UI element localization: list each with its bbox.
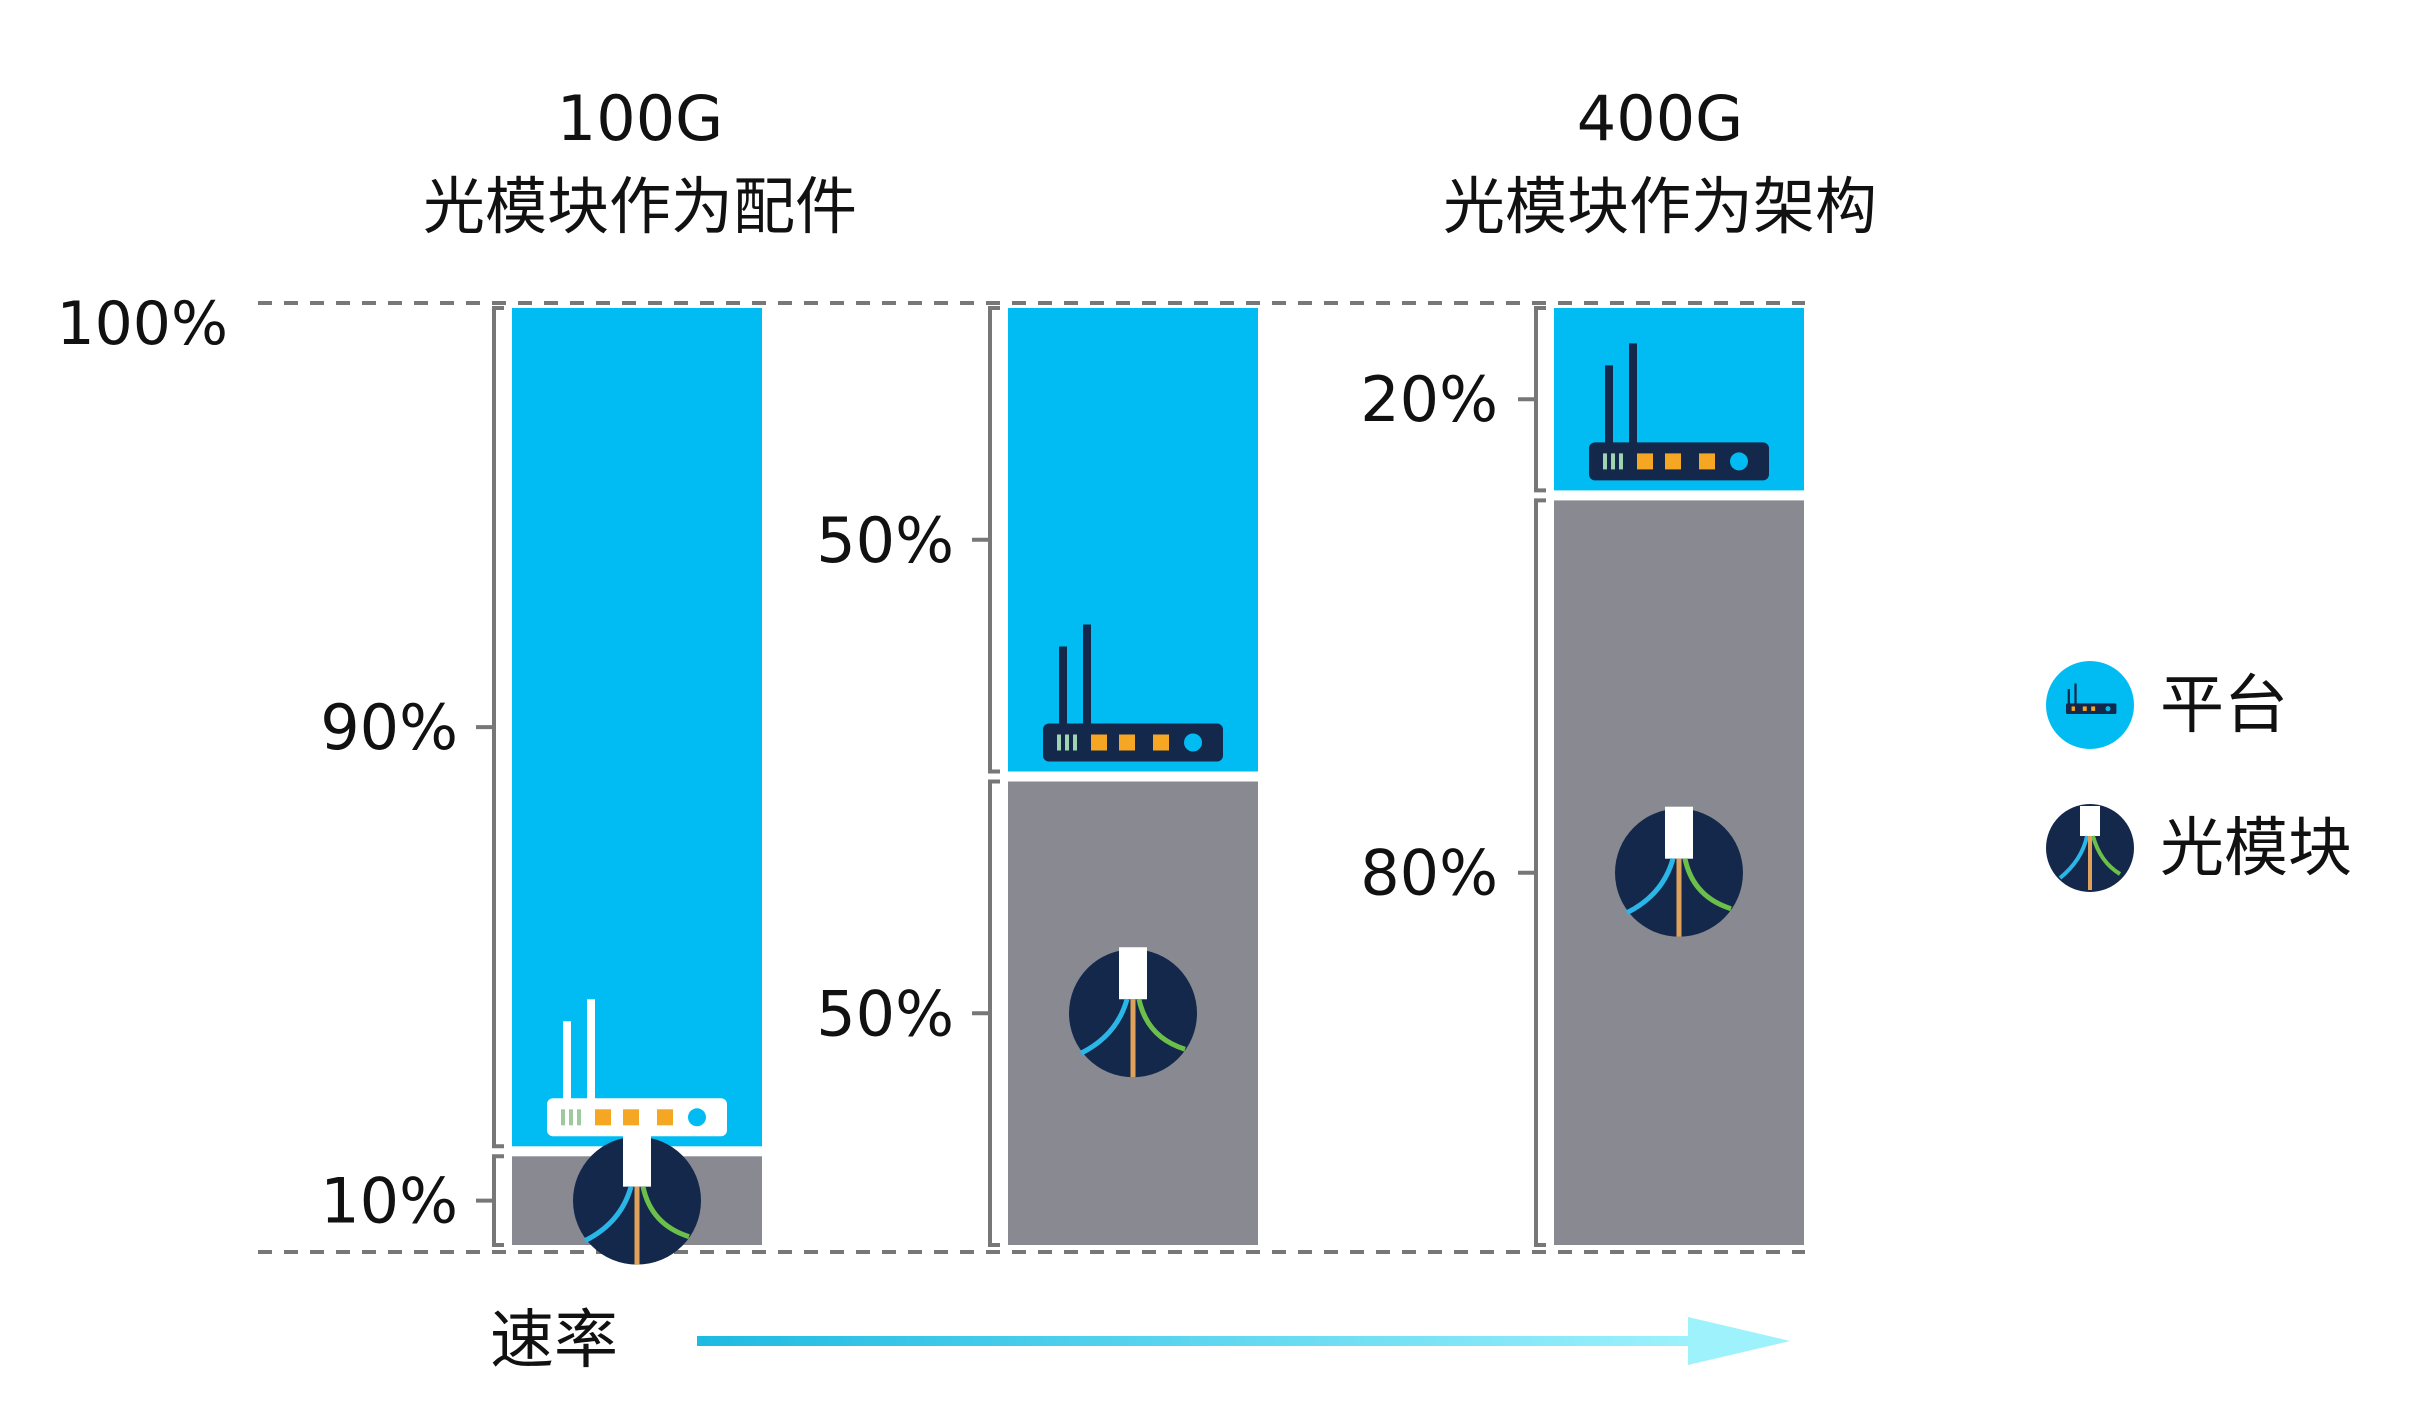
value-labels-layer: 10% 90% 50% 50% 80% 20% (320, 363, 1498, 1237)
value-bracket (476, 306, 504, 1149)
value-bracket (1518, 306, 1546, 493)
value-bracket (972, 779, 1000, 1247)
bar-segment-platform (1008, 308, 1258, 772)
router-icon (1043, 624, 1223, 762)
value-bracket (1518, 498, 1546, 1247)
optical-module-icon (1069, 947, 1197, 1078)
value-label-platform: 50% (816, 504, 954, 577)
legend-item-platform: 平台 (2046, 661, 2288, 749)
value-label-platform: 20% (1360, 363, 1498, 436)
rate-arrow (697, 1317, 1790, 1365)
heading-left-line2: 光模块作为配件 (423, 170, 857, 243)
legend-optical-module-icon (2058, 806, 2122, 890)
router-icon (1589, 343, 1769, 481)
legend: 平台 光模块 (2046, 661, 2352, 892)
legend-router-icon (2066, 683, 2117, 714)
value-label-module: 10% (320, 1165, 458, 1238)
value-bracket (476, 1154, 504, 1247)
top-percent-label: 100% (56, 289, 228, 359)
router-icon (547, 999, 727, 1137)
value-label-platform: 90% (320, 691, 458, 764)
heading-right-line1: 400G (1577, 82, 1743, 155)
heading-right-line2: 光模块作为架构 (1443, 170, 1877, 243)
icons-layer (547, 343, 1769, 1265)
value-label-module: 50% (816, 977, 954, 1050)
heading-left-line1: 100G (557, 82, 723, 155)
bar-segment-platform (512, 308, 762, 1147)
legend-platform-label: 平台 (2160, 669, 2288, 743)
optical-module-icon (1615, 806, 1743, 937)
value-bracket (972, 306, 1000, 774)
legend-module-label: 光模块 (2160, 812, 2352, 886)
brackets-layer (476, 306, 1546, 1247)
legend-item-module: 光模块 (2046, 804, 2352, 892)
optical-module-icon (573, 1134, 701, 1265)
rate-axis-label: 速率 (490, 1304, 618, 1378)
value-label-module: 80% (1360, 837, 1498, 910)
